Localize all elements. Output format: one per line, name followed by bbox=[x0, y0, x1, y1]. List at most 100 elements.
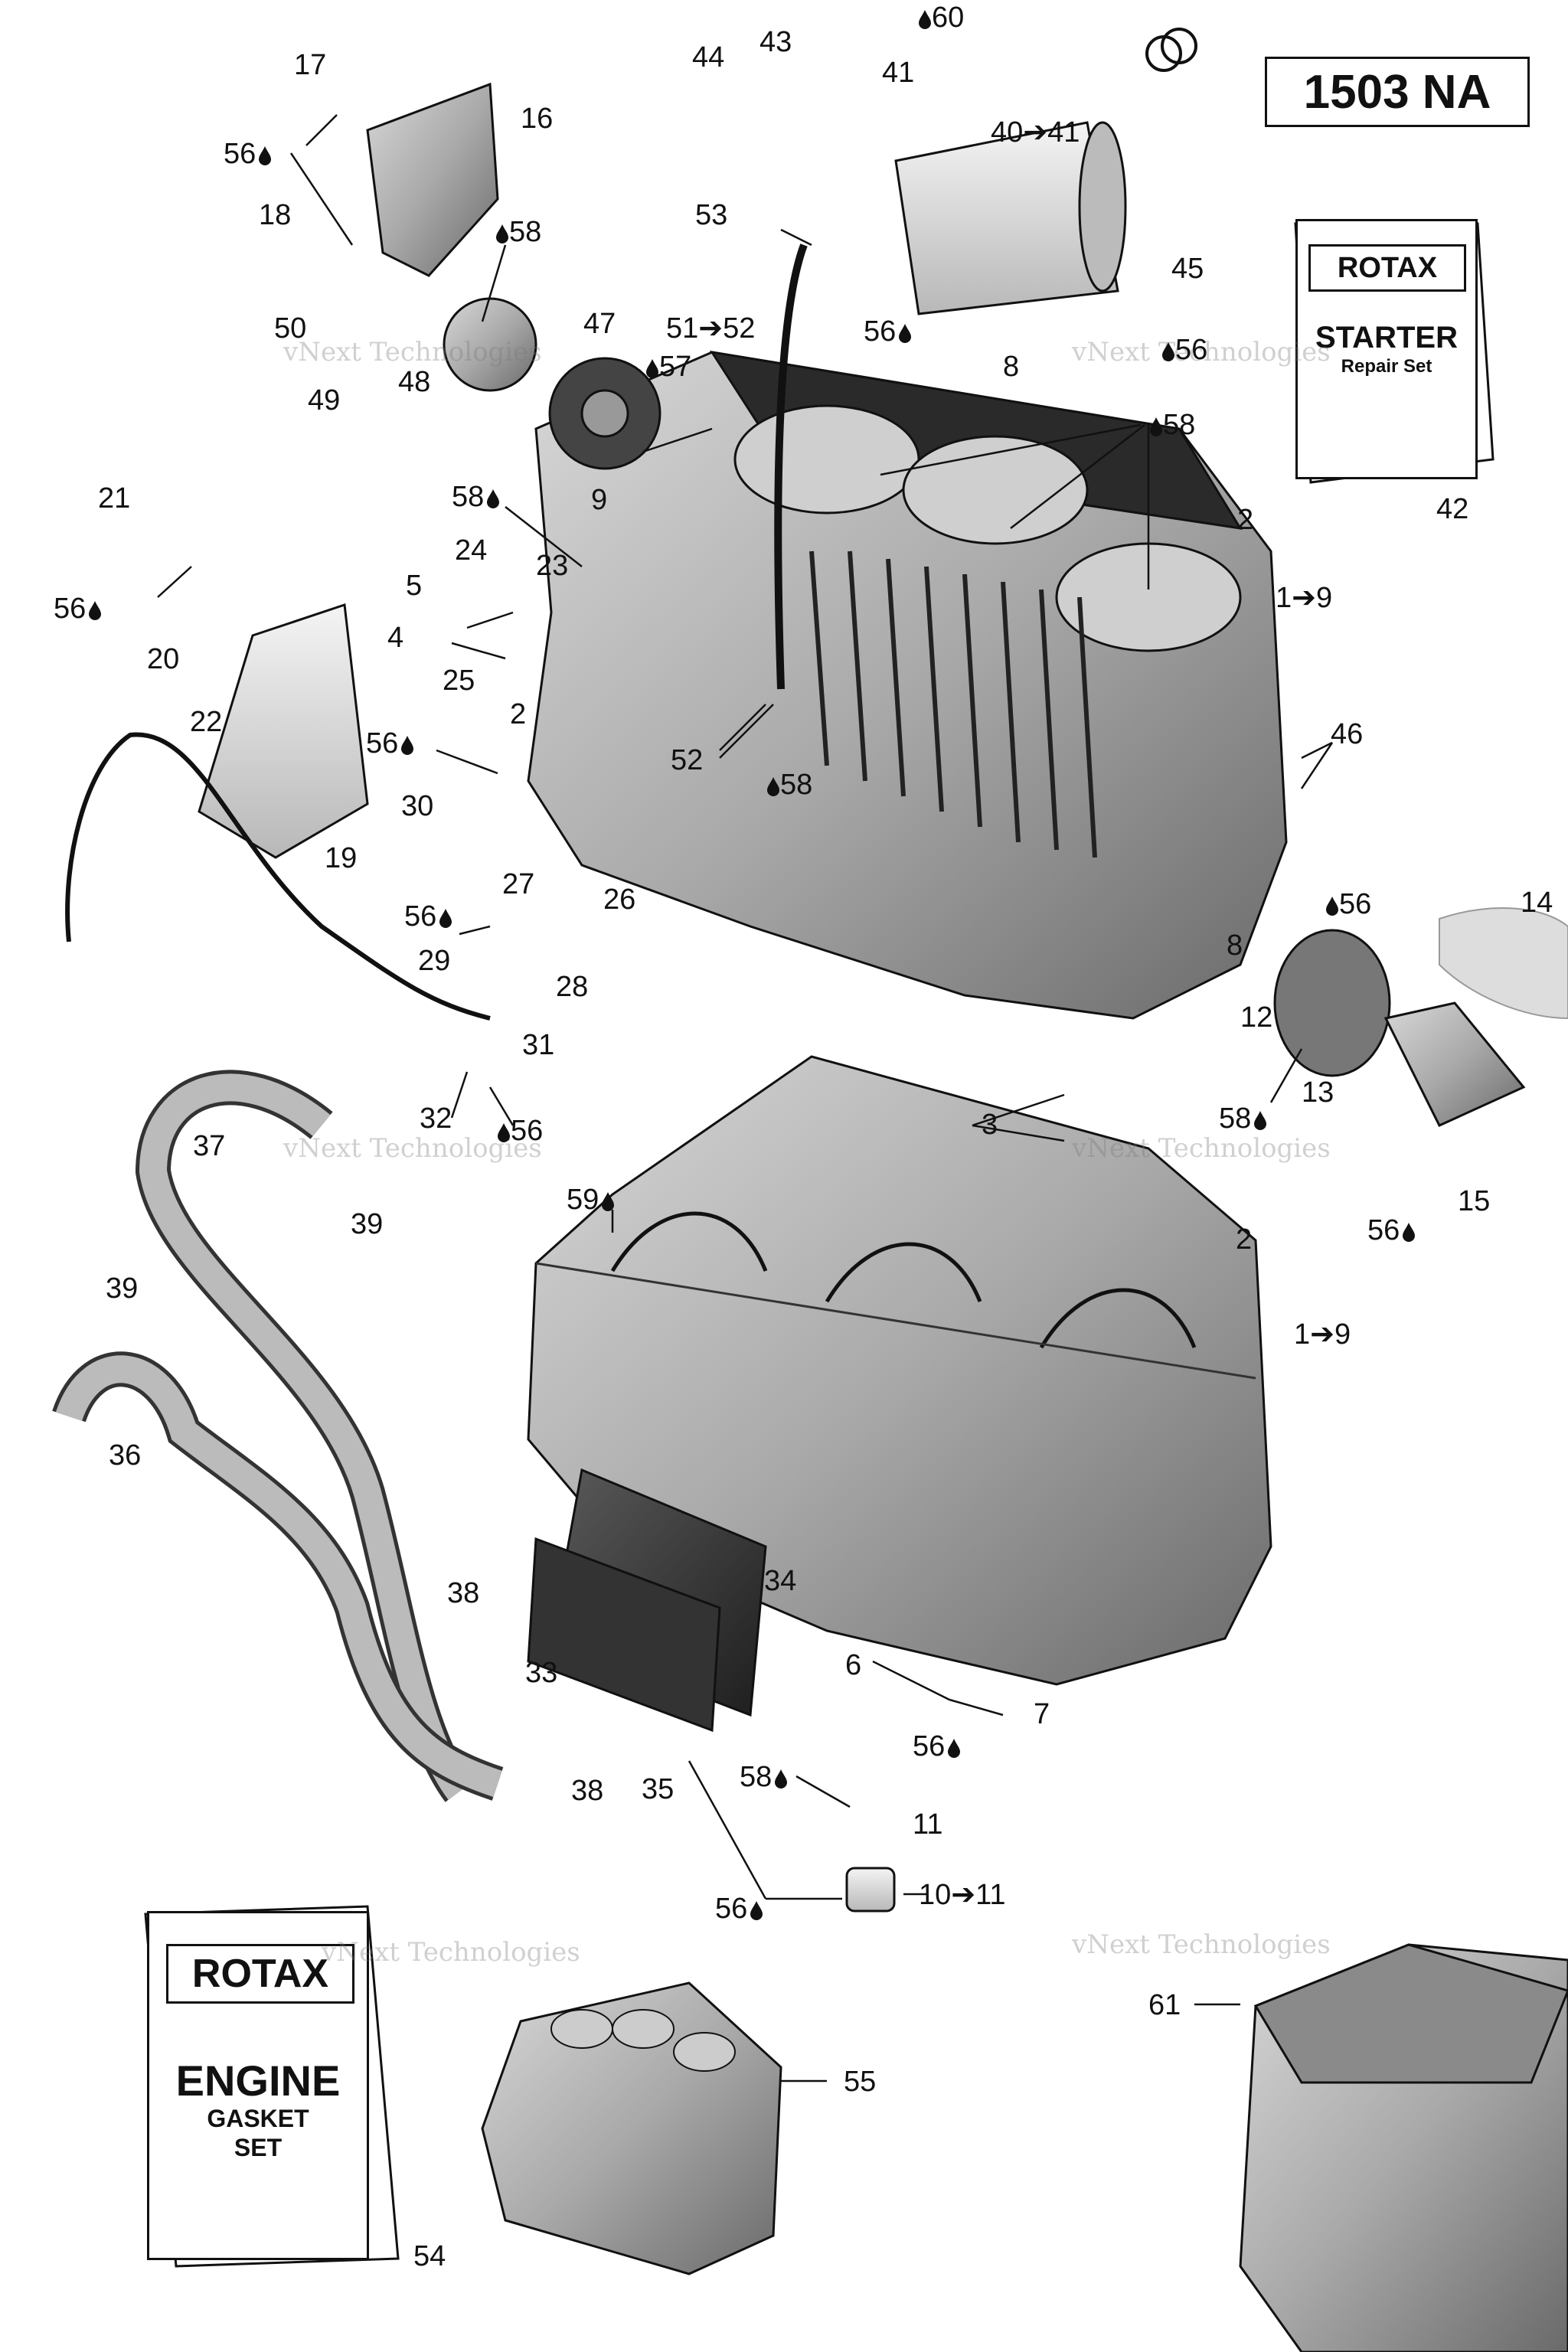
oil-drop-icon bbox=[899, 324, 912, 343]
callout-number: 45 bbox=[1171, 253, 1204, 285]
callout-number: 7 bbox=[1034, 1698, 1050, 1730]
callout-c58b: 58 bbox=[1147, 410, 1195, 439]
callout-number: 56 bbox=[864, 315, 897, 348]
engine-mount-bracket bbox=[198, 603, 369, 859]
callout-number: 35 bbox=[642, 1773, 675, 1805]
starter-kit-brand: ROTAX bbox=[1308, 244, 1466, 292]
callout-c6: 6 bbox=[845, 1651, 861, 1680]
water-pump-assembly bbox=[366, 82, 662, 470]
callout-number: 33 bbox=[525, 1657, 558, 1689]
engine-kit-brand: ROTAX bbox=[166, 1944, 354, 2004]
oil-drop-icon bbox=[602, 1192, 615, 1211]
oil-drop-icon bbox=[775, 1769, 788, 1788]
callout-number: 50 bbox=[274, 312, 307, 345]
callout-number: 58 bbox=[509, 216, 542, 248]
callout-number: 1➔9 bbox=[1294, 1318, 1351, 1351]
callout-number: 32 bbox=[420, 1102, 452, 1135]
oil-drop-icon bbox=[646, 359, 658, 378]
callout-c2b: 2 bbox=[1237, 505, 1253, 534]
callout-number: 39 bbox=[351, 1208, 384, 1240]
callout-number: 56 bbox=[511, 1115, 544, 1147]
callout-number: 31 bbox=[522, 1029, 555, 1061]
callout-c56a: 56 bbox=[224, 139, 272, 168]
callout-number: 30 bbox=[401, 790, 434, 822]
callout-c21: 21 bbox=[98, 484, 130, 513]
callout-number: 56 bbox=[715, 1893, 748, 1925]
callout-c23: 23 bbox=[536, 551, 568, 580]
callout-number: 56 bbox=[404, 900, 437, 933]
drain-plug bbox=[845, 1867, 896, 1913]
callout-c58a: 58 bbox=[493, 217, 541, 247]
oil-drop-icon bbox=[1403, 1223, 1416, 1242]
callout-c56b: 56 bbox=[864, 317, 912, 346]
callout-c24: 24 bbox=[455, 536, 487, 565]
oil-drop-icon bbox=[1150, 417, 1162, 436]
callout-number: 37 bbox=[193, 1130, 226, 1162]
watermark-line1: vNext Technologies bbox=[1072, 337, 1331, 368]
callout-number: 21 bbox=[98, 482, 131, 514]
callout-c56f: 56 bbox=[404, 902, 452, 931]
callout-c33: 33 bbox=[525, 1658, 557, 1687]
engine-kit-line2: GASKET bbox=[207, 2105, 309, 2132]
callout-number: 19 bbox=[325, 842, 358, 874]
callout-number: 20 bbox=[147, 643, 180, 675]
callout-c56k: 56 bbox=[715, 1894, 763, 1923]
starter-repair-set-kit: ROTAX STARTER Repair Set bbox=[1295, 219, 1478, 479]
callout-c56j: 56 bbox=[913, 1732, 961, 1761]
callout-c2a: 2 bbox=[510, 700, 526, 729]
callout-c58d: 58 bbox=[764, 770, 812, 799]
callout-number: 5 bbox=[406, 570, 423, 602]
callout-number: 15 bbox=[1458, 1185, 1491, 1217]
callout-c56h: 56 bbox=[495, 1116, 543, 1145]
callout-number: 40➔41 bbox=[991, 116, 1080, 149]
watermark: vNext Technologies bbox=[1072, 337, 1331, 368]
callout-number: 17 bbox=[294, 49, 327, 81]
callout-c22: 22 bbox=[190, 707, 222, 737]
engine-kit-line1: ENGINE bbox=[175, 2056, 341, 2105]
watermark: vNext Technologies bbox=[1072, 1929, 1331, 1960]
callout-number: 13 bbox=[1302, 1076, 1334, 1109]
callout-number: 38 bbox=[571, 1775, 604, 1807]
oil-drop-icon bbox=[948, 1739, 961, 1758]
watermark-line1: vNext Technologies bbox=[1072, 1133, 1331, 1164]
callout-c59: 59 bbox=[567, 1185, 615, 1214]
callout-c36: 36 bbox=[109, 1441, 141, 1470]
oil-drop-icon bbox=[439, 909, 452, 928]
callout-number: 54 bbox=[413, 2240, 446, 2272]
callout-number: 51➔52 bbox=[666, 312, 756, 345]
callout-number: 58 bbox=[740, 1761, 773, 1793]
callout-number: 1➔9 bbox=[1276, 582, 1333, 614]
callout-c54: 54 bbox=[413, 2242, 446, 2271]
callout-c16: 16 bbox=[521, 104, 553, 133]
callout-number: 26 bbox=[603, 884, 636, 916]
callout-c19to9: 1➔9 bbox=[1276, 583, 1332, 612]
callout-c39b: 39 bbox=[106, 1274, 138, 1303]
callout-number: 16 bbox=[521, 103, 554, 135]
callout-c12: 12 bbox=[1240, 1003, 1272, 1032]
callout-number: 48 bbox=[398, 366, 431, 398]
callout-c27: 27 bbox=[502, 870, 534, 899]
callout-number: 8 bbox=[1003, 351, 1020, 383]
callout-number: 6 bbox=[845, 1649, 862, 1681]
callout-c28: 28 bbox=[556, 972, 588, 1001]
diagram-code-badge: 1503 NA bbox=[1265, 57, 1530, 127]
callout-c56i: 56 bbox=[1367, 1216, 1416, 1245]
callout-number: 59 bbox=[567, 1184, 599, 1216]
callout-number: 56 bbox=[1367, 1214, 1400, 1246]
oil-drop-icon bbox=[496, 224, 508, 243]
callout-number: 9 bbox=[591, 484, 608, 516]
callout-c30: 30 bbox=[401, 792, 433, 821]
callout-c17: 17 bbox=[294, 51, 326, 80]
callout-number: 2 bbox=[1237, 504, 1254, 536]
callout-c57: 57 bbox=[643, 352, 691, 381]
callout-number: 58 bbox=[1219, 1102, 1252, 1135]
oil-drop-icon bbox=[767, 777, 779, 796]
callout-c51: 51➔52 bbox=[666, 314, 755, 343]
callout-c19: 19 bbox=[325, 844, 357, 873]
callout-c49: 49 bbox=[308, 386, 340, 415]
oil-drop-icon bbox=[1254, 1111, 1267, 1130]
callout-c4: 4 bbox=[387, 623, 403, 652]
sensor-wire bbox=[65, 732, 491, 1021]
engine-gasket-set-kit: ROTAX ENGINE GASKET SET bbox=[147, 1911, 369, 2260]
starter-kit-line1: STARTER bbox=[1315, 321, 1458, 354]
